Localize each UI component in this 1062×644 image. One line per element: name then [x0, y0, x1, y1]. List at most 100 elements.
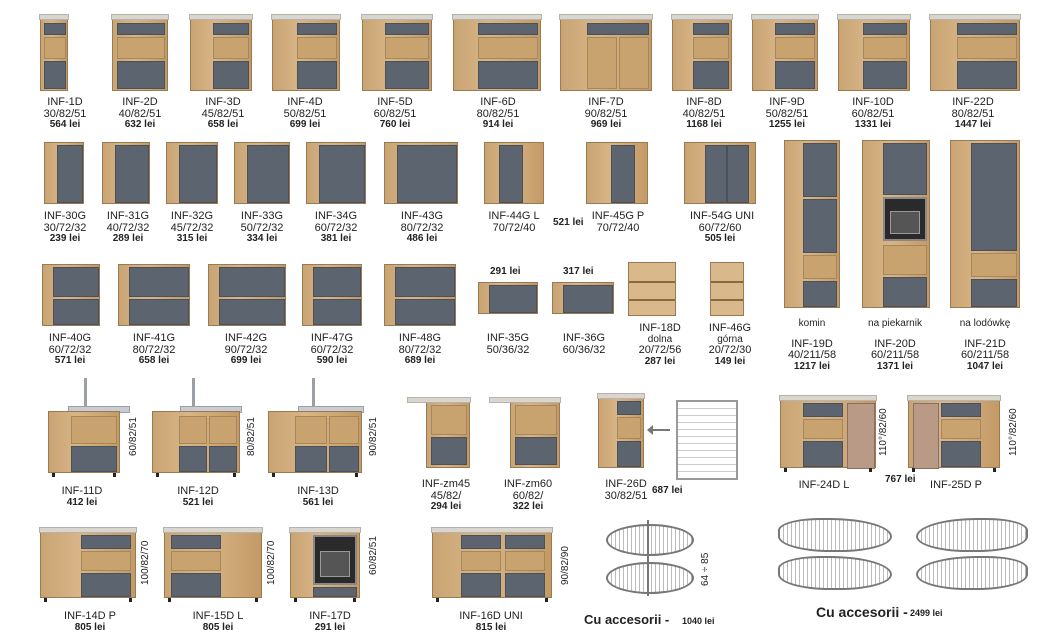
product-code: INF-40G: [48, 332, 92, 344]
door-front: [803, 199, 837, 253]
dimensions: 80/72/32: [400, 221, 444, 234]
product-code: INF-zm45: [421, 478, 471, 490]
door-front: [461, 573, 501, 597]
price: 571 lei: [54, 355, 86, 367]
price: 658 lei: [207, 119, 239, 131]
cabinet-body: [102, 142, 150, 204]
drawer-front: [81, 535, 131, 549]
countertop: [163, 527, 263, 533]
drawer-front: [863, 23, 907, 35]
door-front: [53, 299, 99, 325]
pullout-basket-icon: [676, 400, 738, 480]
product-code: INF-46G: [708, 322, 752, 334]
dimensions: 60/211/58: [870, 349, 920, 362]
drawer-front: [171, 535, 221, 549]
door-front: [395, 299, 455, 325]
cabinet-body: [48, 411, 120, 473]
drawer-front: [505, 535, 545, 549]
cabinet-body: [862, 140, 930, 308]
product-code: INF-41G: [132, 332, 176, 344]
countertop: [489, 397, 561, 403]
drawer-front: [957, 23, 1017, 35]
drawer-front: [775, 23, 815, 35]
cabinet-body: [950, 140, 1020, 308]
legs: [780, 468, 876, 472]
cabinet-body: [189, 14, 253, 91]
price: 294 lei: [430, 501, 462, 513]
legs: [908, 468, 1000, 472]
price: 805 lei: [202, 621, 234, 633]
label-inf-30g: INF-30G 30/72/32 239 lei: [35, 210, 95, 245]
door-front: [803, 419, 843, 439]
price: 291 lei: [314, 621, 346, 633]
price: 239 lei: [49, 233, 81, 245]
label-inf-5d: INF-5D 60/82/51 760 lei: [365, 96, 425, 131]
price: 699 lei: [230, 355, 262, 367]
label-inf-12d: INF-12D 521 lei: [168, 485, 228, 508]
price: 658 lei: [138, 355, 170, 367]
label-inf-16d-uni: INF-16D UNI 815 lei: [456, 610, 526, 633]
drawer-front: [44, 23, 66, 35]
drawer-front: [803, 281, 837, 307]
side-dimensions: 100/82/70: [140, 540, 151, 586]
price: 561 lei: [302, 496, 334, 508]
dimensions: 60/82/: [512, 489, 544, 502]
door-front: [81, 573, 131, 597]
price-inf-26d: 687 lei: [652, 485, 683, 496]
label-inf-zm60: INF-zm60 60/82/ 322 lei: [498, 478, 558, 513]
door-front: [115, 145, 149, 203]
product-code: INF-16D UNI: [459, 610, 523, 622]
cabinet-note: na piekarnik: [868, 318, 922, 329]
drawer-front: [117, 37, 165, 59]
drawer-front: [971, 253, 1017, 277]
dimensions: 40/211/58: [787, 349, 837, 362]
legs: [268, 473, 362, 477]
countertop: [111, 14, 169, 20]
kidney-tray: [916, 518, 1028, 552]
price: 632 lei: [124, 119, 156, 131]
cabinet-body: [484, 142, 544, 204]
label-inf-zm45: INF-zm45 45/82/ 294 lei: [416, 478, 476, 513]
product-code: INF-14D P: [64, 610, 116, 622]
price-inf-44g: 521 lei: [553, 217, 584, 228]
cabinet-body: [929, 14, 1021, 91]
countertop: [597, 393, 645, 399]
dimensions: 80/72/32: [398, 343, 442, 356]
drawer-front: [213, 23, 249, 35]
countertop: [361, 14, 433, 20]
product-code: INF-48G: [398, 332, 442, 344]
door-front: [515, 405, 557, 435]
kidney-tray: [778, 518, 892, 552]
product-code: INF-9D: [769, 96, 805, 108]
price-inf-24d: 767 lei: [885, 474, 916, 485]
product-code: INF-3D: [205, 96, 241, 108]
price: 805 lei: [74, 621, 106, 633]
door-front: [313, 267, 361, 297]
legs: [40, 598, 136, 602]
drawer-front: [478, 61, 538, 89]
label-inf-22d: INF-22D 80/82/51 1447 lei: [943, 96, 1003, 131]
carousel-pole: [647, 520, 649, 596]
label-inf-8d: INF-8D 40/82/51 1168 lei: [674, 96, 734, 131]
door-front: [179, 145, 217, 203]
dimensions: 50/36/32: [486, 343, 530, 356]
shelf: [629, 281, 675, 283]
drawer-front: [117, 61, 165, 89]
cabinet-body: [452, 14, 542, 91]
door-front: [129, 267, 189, 297]
cabinet-body: [361, 14, 433, 91]
cabinet-body: [559, 14, 653, 91]
drawer-front: [775, 37, 815, 59]
faucet: [312, 378, 315, 408]
dimensions: 80/82/51: [476, 107, 520, 120]
price: 1371 lei: [876, 360, 914, 372]
dimensions: 60/211/58: [960, 349, 1010, 362]
label-inf-41g: INF-41G 80/72/32 658 lei: [124, 332, 184, 367]
kidney-tray: [916, 556, 1028, 590]
cabinet-body: [671, 14, 733, 91]
label-inf-33g: INF-33G 50/72/32 334 lei: [232, 210, 292, 245]
countertop: [907, 395, 1001, 401]
accessories-price: 1040 lei: [682, 616, 715, 626]
label-inf-21d: na lodówkę INF-21D 60/211/58 1047 lei: [950, 318, 1020, 372]
dimensions: 60/82/51: [373, 107, 417, 120]
